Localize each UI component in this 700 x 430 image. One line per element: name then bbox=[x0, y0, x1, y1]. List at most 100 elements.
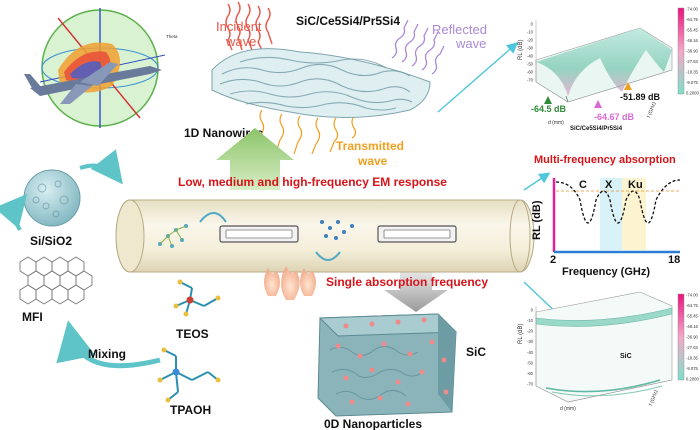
teos-label: TEOS bbox=[176, 327, 209, 341]
top-plot-colorbar-ticks: -74.00 -64.75 -55.45 -46.16 -36.90 -27.63 -18.… bbox=[686, 7, 699, 96]
bottom-plot-ylabel: RL (dB) bbox=[518, 324, 524, 344]
sic-nanoparticle-cube bbox=[317, 313, 458, 417]
bottom-plot-xlabel-right: f (GHz) bbox=[648, 389, 659, 407]
transmitted-wave-label-line2: wave bbox=[357, 154, 388, 168]
incident-wave-label-line1: Incident bbox=[216, 19, 262, 34]
colorbar-tick: -27.63 bbox=[686, 59, 699, 64]
bottom-plot-colorbar-ticks: -74.00 -64.75 -55.45 -46.16 -36.90 -27.63 -18.… bbox=[686, 293, 699, 382]
yaxis-tick: -10 bbox=[527, 318, 534, 323]
top-plot-ylabel: RL (dB) bbox=[518, 40, 524, 60]
transmitted-wave-lines bbox=[255, 109, 357, 155]
colorbar-tick: -36.90 bbox=[686, 49, 699, 54]
colorbar-tick: -18.35 bbox=[686, 356, 699, 361]
colorbar-tick: 0.2000 bbox=[686, 377, 699, 382]
mid-plot-x-end: 18 bbox=[668, 254, 680, 266]
bottom-rl-surface-plot bbox=[535, 291, 685, 403]
colorbar-tick: -55.45 bbox=[686, 28, 699, 33]
multi-freq-title: Multi-frequency absorption bbox=[534, 154, 676, 166]
mid-plot-x-start: 2 bbox=[550, 254, 556, 266]
top-peak-label-1: -64.5 dB bbox=[531, 104, 567, 114]
arrow-to-top-plot bbox=[437, 42, 519, 113]
transmitted-wave-label-line1: Transmitted bbox=[336, 139, 404, 153]
top-plot-xlabel-right: f (GHz) bbox=[646, 101, 657, 119]
sic-label: SiC bbox=[466, 345, 486, 359]
mixing-curved-arrow bbox=[56, 320, 161, 369]
colorbar-tick: -55.45 bbox=[686, 314, 699, 319]
incident-wave-label-line2: wave bbox=[225, 34, 256, 49]
top-peak-label-3: -51.89 dB bbox=[620, 92, 661, 102]
colorbar-tick: -74.00 bbox=[686, 293, 699, 298]
teos-molecule bbox=[173, 279, 221, 317]
nanowire-sheet bbox=[211, 48, 431, 118]
mid-plot-xlabel: Frequency (GHz) bbox=[562, 266, 650, 278]
colorbar-tick: -74.00 bbox=[686, 7, 699, 12]
material-title: SiC/Ce5Si4/Pr5Si4 bbox=[296, 14, 400, 28]
mixing-label: Mixing bbox=[88, 347, 126, 361]
colorbar-tick: -46.16 bbox=[686, 324, 699, 329]
incident-wave-lines bbox=[225, 1, 273, 51]
tpaoh-label: TPAOH bbox=[170, 403, 211, 417]
top-peak-label-2: -64.67 dB bbox=[594, 112, 635, 122]
colorbar-tick: -9.075 bbox=[686, 366, 699, 371]
yaxis-tick: -50 bbox=[527, 62, 534, 67]
radar-theta-label: Theta bbox=[166, 34, 178, 39]
mid-plot-ylabel: RL (dB) bbox=[531, 200, 543, 240]
nanowires-label: 1D Nanowires bbox=[184, 126, 264, 140]
band-c-label: C bbox=[579, 179, 587, 191]
yaxis-tick: -10 bbox=[527, 30, 534, 35]
yaxis-tick: -20 bbox=[527, 329, 534, 334]
bottom-plot-xlabel-left: d (mm) bbox=[560, 406, 576, 412]
si-sio2-sphere bbox=[23, 169, 81, 227]
sphere-to-tube-arrow bbox=[79, 149, 123, 185]
colorbar-tick: -64.75 bbox=[686, 17, 699, 22]
band-x-label: X bbox=[605, 179, 613, 191]
top-plot-yaxis-ticks: 0 -10 -20 -30 -40 -50 -60 -70 bbox=[527, 22, 534, 83]
si-to-tube-arrow bbox=[0, 193, 28, 232]
yaxis-tick: -50 bbox=[527, 360, 534, 365]
colorbar-tick: -64.75 bbox=[686, 303, 699, 308]
colorbar-tick: -27.63 bbox=[686, 345, 699, 350]
yaxis-tick: -60 bbox=[527, 70, 534, 75]
colorbar-tick: -9.075 bbox=[686, 80, 699, 85]
down-gray-arrow bbox=[384, 272, 448, 312]
bottom-plot-yaxis-ticks: 0 -10 -20 -30 -40 -50 -60 -70 bbox=[527, 308, 534, 387]
top-plot-material: SiC/Ce5Si4/Pr5Si4 bbox=[570, 126, 623, 132]
nanoparticles-label: 0D Nanoparticles bbox=[324, 417, 422, 430]
yaxis-tick: -30 bbox=[527, 339, 534, 344]
colorbar-tick: 0.2000 bbox=[686, 91, 699, 96]
yaxis-tick: -70 bbox=[527, 78, 534, 83]
colorbar-tick: -36.90 bbox=[686, 335, 699, 340]
yaxis-tick: -20 bbox=[527, 38, 534, 43]
mfi-label: MFI bbox=[22, 310, 43, 324]
yaxis-tick: -40 bbox=[527, 54, 534, 59]
peak-marker-magenta bbox=[594, 100, 602, 108]
yaxis-tick: -40 bbox=[527, 350, 534, 355]
heating-flames bbox=[264, 266, 316, 300]
multi-frequency-plot bbox=[552, 178, 681, 254]
radar-aircraft-illustration bbox=[24, 8, 166, 128]
reflected-wave-label-line1: Reflected bbox=[432, 22, 487, 37]
yaxis-tick: 0 bbox=[531, 308, 534, 313]
single-absorption-label: Single absorption frequency bbox=[326, 275, 488, 289]
reflected-wave-label-line2: wave bbox=[455, 36, 486, 51]
yaxis-tick: -30 bbox=[527, 46, 534, 51]
up-green-arrow bbox=[216, 128, 294, 190]
bottom-plot-material: SiC bbox=[620, 353, 632, 360]
reflected-wave-lines bbox=[391, 19, 445, 75]
yaxis-tick: -70 bbox=[527, 382, 534, 387]
peak-marker-orange bbox=[624, 82, 632, 90]
arrow-to-mid-plot bbox=[523, 172, 551, 191]
band-ku-label: Ku bbox=[628, 179, 643, 191]
peak-marker-green bbox=[544, 96, 552, 104]
tpaoh-molecule bbox=[157, 347, 221, 403]
colorbar-tick: -46.16 bbox=[686, 38, 699, 43]
top-plot-xlabel-left: d (mm) bbox=[548, 120, 564, 126]
reaction-tube bbox=[115, 199, 535, 273]
top-rl-surface-plot bbox=[535, 7, 685, 108]
em-response-label: Low, medium and high-frequency EM respon… bbox=[178, 175, 447, 189]
yaxis-tick: -60 bbox=[527, 371, 534, 376]
yaxis-tick: 0 bbox=[531, 22, 534, 27]
si-sio2-label: Si/SiO2 bbox=[30, 234, 72, 248]
colorbar-tick: -18.35 bbox=[686, 70, 699, 75]
